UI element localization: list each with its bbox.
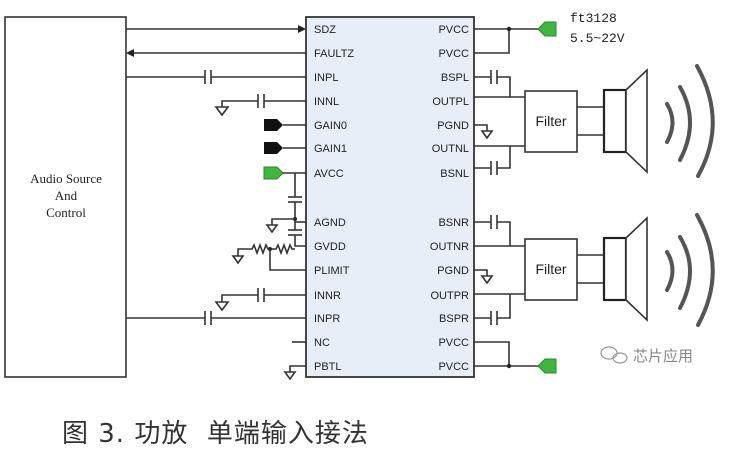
ground-icon <box>231 255 245 265</box>
amplifier-chip-body <box>305 16 475 378</box>
pin-label-right: PGND <box>437 265 469 277</box>
source-label-line1: Audio Source <box>30 171 102 186</box>
right-pin-labels: PVCC PVCC BSPL OUTPL PGND OUTNL BSNL BSNR OUTNR P… <box>430 24 469 373</box>
connector-black-icon <box>264 142 283 154</box>
pin-label-right: PVCC <box>438 24 469 36</box>
innl-coupling-line <box>214 94 306 117</box>
pin-label-right: PVCC <box>438 337 469 349</box>
ground-icon <box>480 275 494 285</box>
pin-label-left: INNL <box>314 96 339 108</box>
pin-label-left: PBTL <box>314 361 342 373</box>
pbtl-ground <box>283 365 306 381</box>
ground-icon <box>214 106 230 117</box>
supply-connector-icon <box>537 21 557 37</box>
pin-label-right: BSNL <box>440 168 469 180</box>
speaker-icon <box>602 216 648 322</box>
ground-icon <box>283 371 297 381</box>
pvcc-bottom-supply <box>474 341 557 374</box>
arrow-left-icon <box>126 49 134 57</box>
supply-voltage-range: 5.5~22V <box>570 31 625 46</box>
watermark: 芯片应用 <box>600 346 693 365</box>
pin-label-right: OUTNR <box>430 241 469 253</box>
supply-connector-icon <box>263 166 284 180</box>
wechat-icon <box>600 346 628 364</box>
pin-label-left: AGND <box>314 217 346 229</box>
pin-label-right: OUTPR <box>431 290 470 302</box>
pvcc-top-supply: ft3128 5.5~22V <box>474 11 625 54</box>
gain0-connector <box>264 119 306 131</box>
source-label-line2: And <box>55 188 78 203</box>
pin-label-right: PVCC <box>438 361 469 373</box>
filter-block-top <box>524 90 578 153</box>
ground-icon <box>214 301 230 312</box>
pin-label-right: BSPR <box>439 313 469 325</box>
pin-label-left: GAIN0 <box>314 120 347 132</box>
supply-connector-icon <box>537 358 557 374</box>
filter-block-bottom <box>524 238 578 301</box>
arrow-right-icon <box>298 25 306 33</box>
pin-label-right: OUTPL <box>432 96 469 108</box>
audio-source-block: Audio Source And Control <box>4 16 127 378</box>
pin-label-left: INPR <box>314 313 340 325</box>
source-label-line3: Control <box>46 205 86 220</box>
watermark-text: 芯片应用 <box>633 347 693 365</box>
sound-waves-icon <box>665 213 715 327</box>
right-channel-output: Filter <box>474 213 715 327</box>
pin-label-right: PGND <box>437 120 469 132</box>
pin-label-left: INNR <box>314 290 341 302</box>
pin-label-left: INPL <box>314 72 338 84</box>
sdz-signal-line <box>126 25 306 33</box>
pin-label-left: NC <box>314 337 330 349</box>
gain1-connector <box>264 142 306 154</box>
filter-label-bottom: Filter <box>535 261 566 277</box>
ground-icon <box>265 224 279 234</box>
connector-black-icon <box>264 119 283 131</box>
figure-caption: 图 3. 功放 单端输入接法 <box>62 419 369 449</box>
pin-label-right: BSNR <box>438 217 469 229</box>
pin-label-left: FAULTZ <box>314 48 354 60</box>
pin-label-left: GVDD <box>314 241 346 253</box>
pin-label-right: OUTNL <box>432 143 469 155</box>
pin-label-right: BSPL <box>441 72 469 84</box>
innr-coupling-line <box>214 288 306 312</box>
plimit-divider <box>231 242 306 271</box>
avcc-connector <box>263 166 306 247</box>
speaker-icon <box>602 68 648 174</box>
pin-label-left: PLIMIT <box>314 265 350 277</box>
pin-label-left: GAIN1 <box>314 143 347 155</box>
left-channel-output: Filter <box>474 64 715 178</box>
faultz-signal-line <box>126 49 306 57</box>
inpr-coupling-line <box>126 311 306 325</box>
sound-waves-icon <box>665 64 715 178</box>
pin-label-left: SDZ <box>314 24 336 36</box>
filter-label-top: Filter <box>535 113 566 129</box>
pin-label-left: AVCC <box>314 168 344 180</box>
pin-label-right: PVCC <box>438 48 469 60</box>
supply-part-number: ft3128 <box>570 11 617 26</box>
inpl-coupling-line <box>126 70 306 84</box>
ground-icon <box>480 130 494 140</box>
